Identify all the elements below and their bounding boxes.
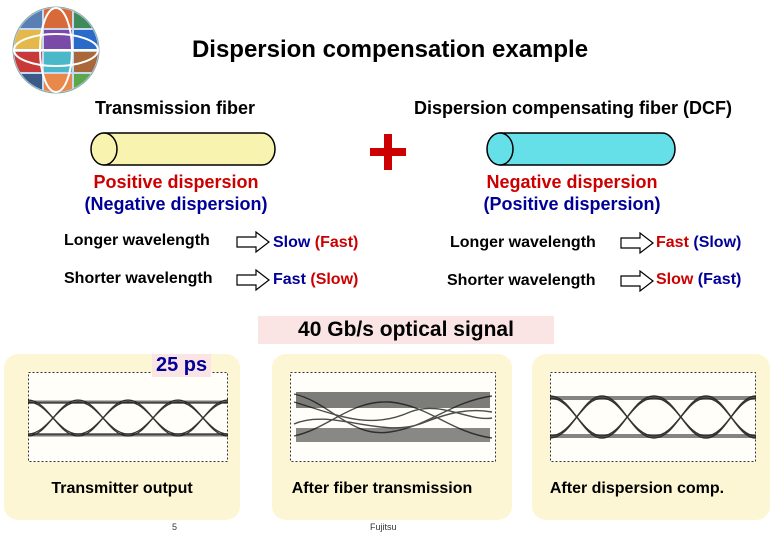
right-row-shorter-wavelength: Shorter wavelength: [447, 272, 595, 290]
page-title: Dispersion compensation example: [0, 36, 780, 64]
left-row-shorter-wavelength: Shorter wavelength: [64, 270, 212, 288]
caption-after-compensation: After dispersion comp.: [532, 480, 742, 498]
caption-transmitter-output: Transmitter output: [4, 480, 240, 498]
dcf-cylinder: [486, 132, 676, 166]
plus-icon: [368, 132, 408, 172]
right-row-longer-wavelength: Longer wavelength: [450, 234, 596, 252]
arrow-right-icon: [236, 231, 270, 253]
page-number: 5: [172, 522, 177, 532]
signal-label: 40 Gb/s optical signal: [258, 316, 554, 344]
eye-diagram-after-compensation: [550, 372, 756, 462]
eye-diagram-transmitter: [28, 372, 228, 462]
company-footer: Fujitsu: [370, 522, 397, 532]
right-dispersion-line2: (Positive dispersion): [456, 194, 688, 215]
transmission-fiber-label: Transmission fiber: [95, 98, 255, 119]
left-dispersion-line1: Positive dispersion: [60, 172, 292, 193]
left-row-shorter-speed: Fast (Slow): [273, 271, 358, 289]
right-row-longer-speed: Fast (Slow): [656, 234, 741, 252]
right-row-shorter-speed: Slow (Fast): [656, 271, 741, 289]
caption-after-fiber: After fiber transmission: [272, 480, 492, 498]
eye-diagram-after-fiber: [290, 372, 496, 462]
transmission-fiber-cylinder: [90, 132, 276, 166]
dcf-label: Dispersion compensating fiber (DCF): [414, 98, 732, 119]
left-row-longer-speed: Slow (Fast): [273, 234, 358, 252]
left-row-longer-wavelength: Longer wavelength: [64, 232, 210, 250]
arrow-right-icon: [620, 270, 654, 292]
arrow-right-icon: [236, 269, 270, 291]
arrow-right-icon: [620, 232, 654, 254]
right-dispersion-line1: Negative dispersion: [456, 172, 688, 193]
time-marker-label: 25 ps: [152, 354, 211, 377]
left-dispersion-line2: (Negative dispersion): [60, 194, 292, 215]
